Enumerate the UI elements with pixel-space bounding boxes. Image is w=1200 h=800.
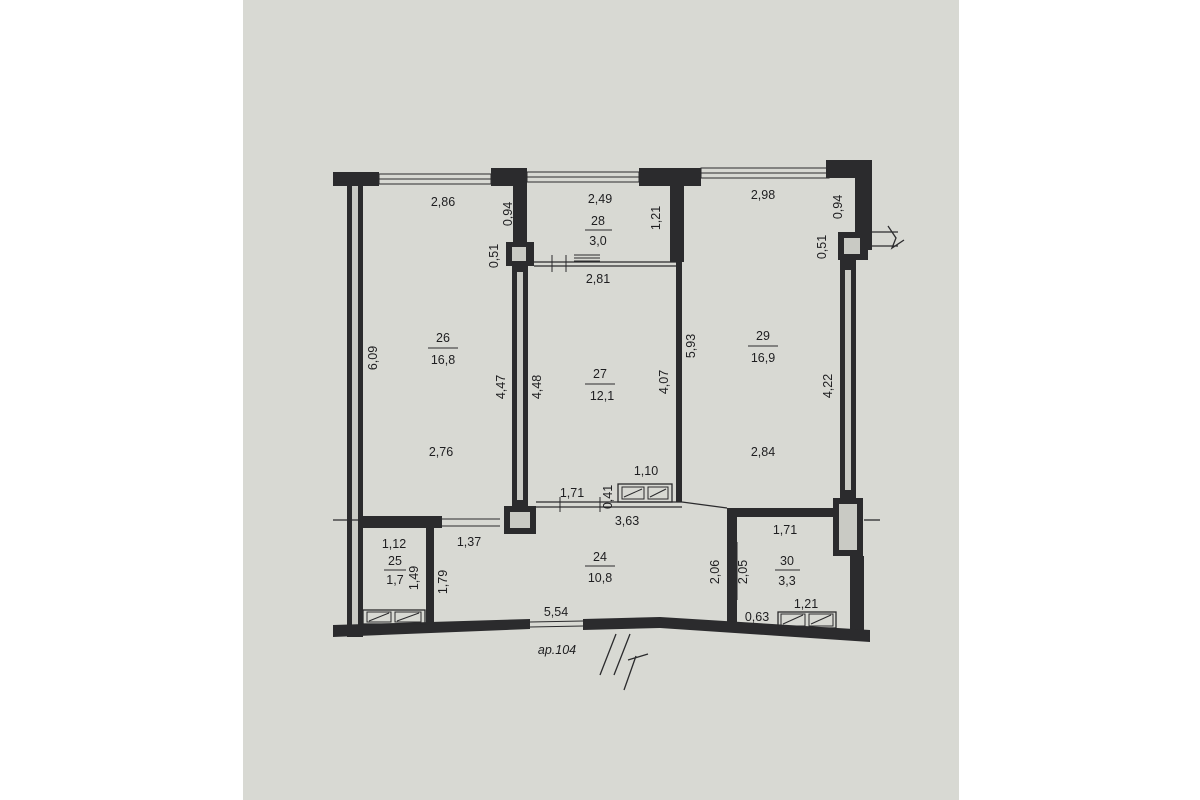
outer-walls: [333, 160, 905, 691]
room-26-area: 16,8: [431, 353, 455, 367]
left-wall-core: [352, 186, 358, 626]
dim-room26-width: 2,76: [429, 445, 453, 459]
partition-28-29: [670, 180, 684, 262]
dim-room30-width: 1,71: [773, 523, 797, 537]
room-30-number: 30: [780, 554, 794, 568]
room-29-area: 16,9: [751, 351, 775, 365]
wall-25-right: [426, 528, 434, 624]
room-27-area: 12,1: [590, 389, 614, 403]
dim-pier-left: 0,94: [501, 202, 515, 226]
dim-room25-width: 1,12: [382, 537, 406, 551]
pier-28-29: [639, 168, 701, 186]
dim-room30-outer: 2,06: [708, 560, 722, 584]
dim-vent-depth: 0,41: [601, 485, 615, 509]
dim-door-27: 1,71: [560, 486, 584, 500]
dim-room25-height: 1,49: [407, 566, 421, 590]
wall-30-top: [727, 508, 837, 517]
bottom-wall-right: [583, 617, 870, 642]
partition-26-28: [513, 180, 527, 242]
dim-column-right: 0,51: [815, 235, 829, 259]
top-left-pier: [333, 172, 379, 186]
dim-room25-outer: 1,79: [436, 570, 450, 594]
vent-30: [777, 611, 837, 629]
dimension-labels: 2,86 0,94 0,51 2,49 1,21 2,98 0,94 0,51 …: [366, 188, 845, 657]
dim-top-right: 2,98: [751, 188, 775, 202]
dim-top-middle: 2,49: [588, 192, 612, 206]
dim-left-wall: 6,09: [366, 346, 380, 370]
wall-30-left: [727, 510, 737, 630]
vent-27: [617, 483, 673, 503]
partition-27-29: [676, 262, 682, 502]
axis-label: ар.104: [538, 643, 576, 657]
dim-room29-width: 2,84: [751, 445, 775, 459]
room-28-number: 28: [591, 214, 605, 228]
dim-hall-width: 3,63: [615, 514, 639, 528]
dim-room28-height: 1,21: [649, 206, 663, 230]
dim-top-left: 2,86: [431, 195, 455, 209]
dim-column-left: 0,51: [487, 244, 501, 268]
room-25-number: 25: [388, 554, 402, 568]
room-27-number: 27: [593, 367, 607, 381]
room-29-number: 29: [756, 329, 770, 343]
dim-room27-right: 4,07: [657, 370, 671, 394]
dim-vent-30: 1,21: [794, 597, 818, 611]
dim-room30-height: 2,05: [736, 560, 750, 584]
dim-room29-left: 5,93: [684, 334, 698, 358]
dim-pier-right: 0,94: [831, 195, 845, 219]
dim-room29-right: 4,22: [821, 374, 835, 398]
wall-25-top: [360, 516, 442, 528]
dim-vent-27: 1,10: [634, 464, 658, 478]
room-24-number: 24: [593, 550, 607, 564]
room-30-area: 3,3: [778, 574, 795, 588]
dim-door-25: 1,37: [457, 535, 481, 549]
room-24-area: 10,8: [588, 571, 612, 585]
right-lower-wall: [850, 556, 864, 640]
dim-room28-width: 2,81: [586, 272, 610, 286]
room-25-area: 1,7: [386, 573, 403, 587]
room-26-number: 26: [436, 331, 450, 345]
vent-25: [362, 609, 426, 625]
dim-vent-30-depth: 0,63: [745, 610, 769, 624]
room-28-area: 3,0: [589, 234, 606, 248]
room-labels: 26 16,8 27 12,1 28 3,0 29 16,9 24 10,8 2…: [384, 214, 800, 588]
axis-marks: [599, 633, 649, 691]
dim-room27-left: 4,48: [530, 375, 544, 399]
right-upper-wall: [855, 160, 872, 250]
dim-room26-height: 4,47: [494, 375, 508, 399]
right-stub: [872, 225, 905, 250]
dim-bottom-opening: 5,54: [544, 605, 568, 619]
